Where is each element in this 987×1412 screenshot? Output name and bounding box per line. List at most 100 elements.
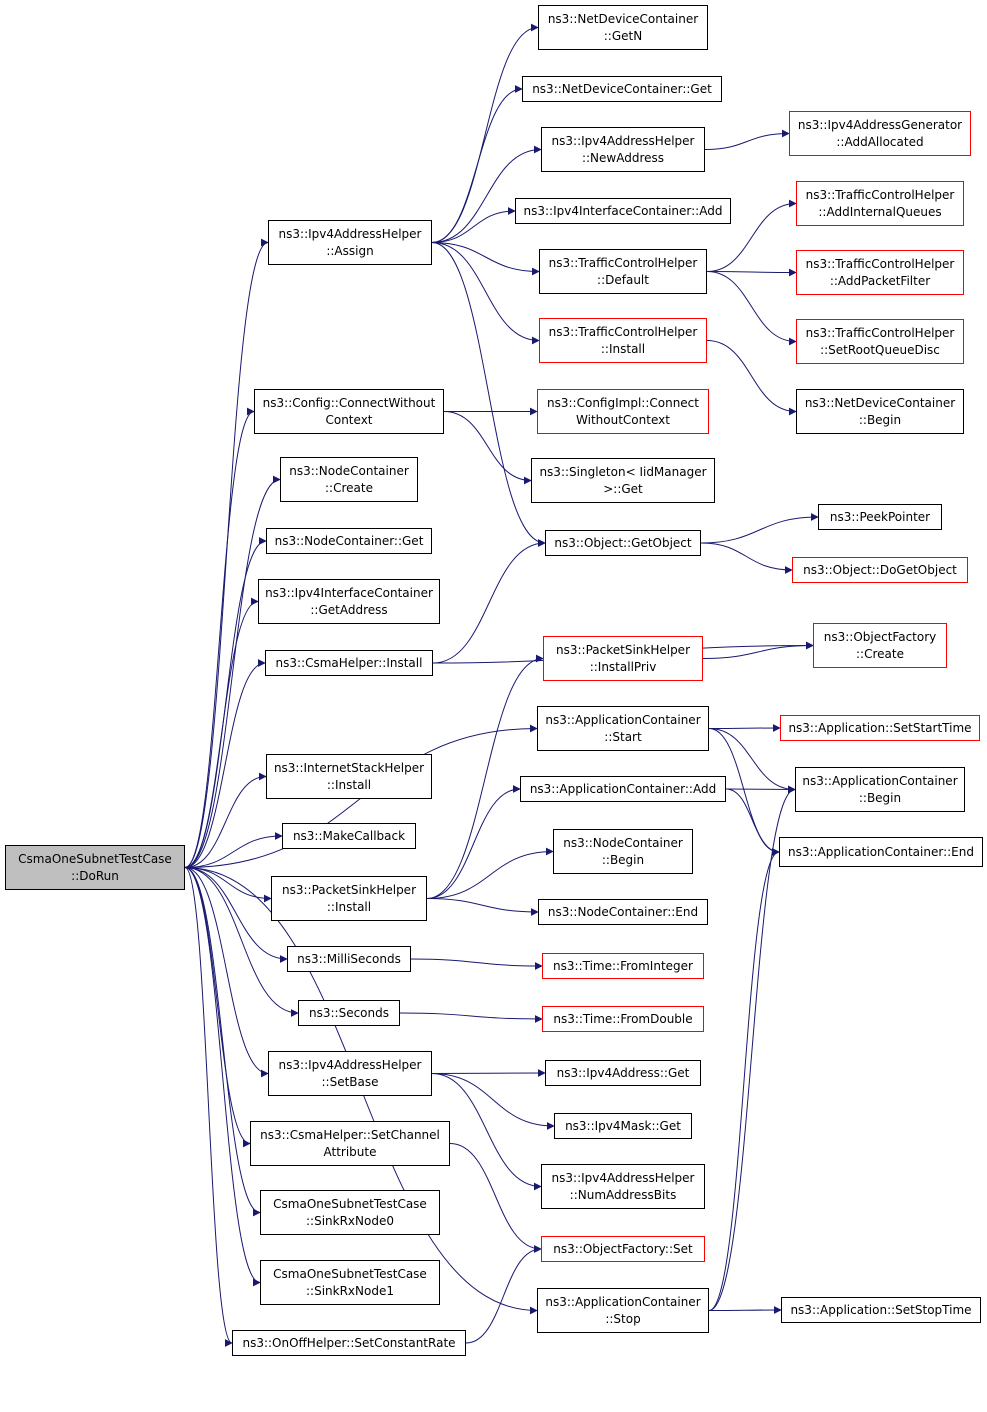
function-node[interactable]: ns3::CsmaHelper::Install [265, 650, 433, 676]
function-node[interactable]: ns3::PeekPointer [818, 504, 942, 530]
node-label-line: ::Assign [326, 243, 374, 258]
edge-n22-n42 [706, 271, 797, 346]
function-node[interactable]: ns3::Ipv4AddressHelper::NumAddressBits [541, 1164, 705, 1209]
edge-n22-n40 [706, 199, 797, 272]
node-label-line: ns3::Config::ConnectWithout [262, 395, 436, 410]
function-node[interactable]: ns3::Ipv4AddressGenerator::AddAllocated [789, 111, 971, 156]
function-node[interactable]: ns3::ObjectFactory::Create [813, 623, 947, 668]
function-node[interactable]: ns3::OnOffHelper::SetConstantRate [232, 1330, 466, 1356]
edge-n13-n34 [431, 1069, 546, 1078]
node-label-line: ns3::PacketSinkHelper [281, 882, 416, 897]
edge-n10-n31 [426, 898, 539, 916]
edge-n38-n49 [708, 848, 780, 1311]
function-node[interactable]: ns3::NodeContainer::Begin [553, 829, 693, 874]
function-node[interactable]: ns3::Ipv4Address::Get [545, 1060, 701, 1086]
function-node[interactable]: ns3::ObjectFactory::Set [541, 1236, 705, 1262]
node-label-line: ns3::ConfigImpl::Connect [547, 395, 699, 410]
function-node[interactable]: ns3::TrafficControlHelper::AddInternalQu… [796, 181, 964, 226]
node-label-line: WithoutContext [576, 412, 670, 427]
node-label-line: ns3::NodeContainer::Get [274, 533, 424, 548]
function-node[interactable]: ns3::PacketSinkHelper::Install [271, 876, 427, 921]
node-label-line: ns3::NodeContainer [289, 463, 409, 478]
edge-n23-n43 [706, 340, 797, 416]
function-node[interactable]: ns3::NodeContainer::End [538, 899, 708, 925]
edge-n10-n29 [426, 785, 521, 899]
function-node[interactable]: ns3::ApplicationContainer::Start [537, 706, 709, 751]
node-label-line: ::Start [604, 729, 642, 744]
edge-n28-n48 [708, 728, 796, 794]
node-label-line: ns3::Ipv4AddressHelper [551, 1170, 695, 1185]
function-node[interactable]: ns3::ApplicationContainer::Add [520, 776, 726, 802]
node-label-line: ::SetBase [321, 1074, 379, 1089]
function-node[interactable]: ns3::Application::SetStartTime [780, 715, 980, 741]
edge-n02-n21 [431, 207, 516, 243]
function-node[interactable]: ns3::NetDeviceContainer::GetN [538, 5, 708, 50]
node-label-line: ::NumAddressBits [569, 1187, 677, 1202]
function-node[interactable]: ns3::MilliSeconds [287, 946, 411, 972]
function-node[interactable]: ns3::Ipv4InterfaceContainer::GetAddress [258, 579, 440, 624]
node-label-line: ns3::ObjectFactory::Set [553, 1241, 693, 1256]
edge-n29-n48 [725, 785, 796, 794]
edge-n01-n12 [184, 867, 299, 1017]
edge-n13-n36 [431, 1073, 542, 1191]
edge-n01-n17 [184, 867, 233, 1347]
edge-n01-n15 [184, 867, 261, 1217]
node-label-line: ::InstallPriv [589, 659, 657, 674]
node-label-line: ns3::Time::FromDouble [553, 1011, 693, 1026]
node-label-line: ns3::TrafficControlHelper [548, 255, 698, 270]
node-label-line: ns3::Ipv4InterfaceContainer::Add [523, 203, 723, 218]
function-node[interactable]: ns3::Time::FromInteger [542, 953, 704, 979]
function-node[interactable]: ns3::Ipv4AddressHelper::NewAddress [541, 127, 705, 172]
function-node[interactable]: ns3::Ipv4InterfaceContainer::Add [515, 198, 731, 224]
function-node[interactable]: ns3::NetDeviceContainer::Begin [796, 389, 964, 434]
node-label-line: ::Create [325, 480, 373, 495]
node-label-line: Attribute [323, 1144, 377, 1159]
function-node[interactable]: ns3::Ipv4AddressHelper::Assign [268, 220, 432, 265]
edge-n02-n19 [431, 85, 523, 243]
node-label-line: ns3::Ipv4AddressHelper [278, 1057, 422, 1072]
function-node[interactable]: ns3::PacketSinkHelper::InstallPriv [543, 636, 703, 681]
function-node[interactable]: ns3::ApplicationContainer::Stop [537, 1288, 709, 1333]
function-node[interactable]: ns3::Seconds [298, 1000, 400, 1026]
node-label-line: Context [325, 412, 373, 427]
node-label-line: ns3::TrafficControlHelper [805, 187, 955, 202]
function-node[interactable]: ns3::MakeCallback [282, 823, 416, 849]
function-node[interactable]: ns3::ApplicationContainer::End [779, 837, 983, 867]
function-node[interactable]: ns3::Object::GetObject [545, 530, 701, 556]
edge-n01-n11 [184, 867, 288, 963]
edge-n27-n46 [702, 641, 814, 659]
edge-n01-n03 [184, 407, 255, 868]
function-node[interactable]: ns3::Object::DoGetObject [792, 557, 968, 583]
node-label-line: ns3::NetDeviceContainer [804, 395, 956, 410]
function-node[interactable]: ns3::Application::SetStopTime [781, 1297, 981, 1323]
node-label-line: ns3::Object::GetObject [554, 535, 692, 550]
function-node[interactable]: ns3::TrafficControlHelper::Default [539, 249, 707, 294]
function-node[interactable]: ns3::Time::FromDouble [542, 1006, 704, 1032]
function-node[interactable]: ns3::NodeContainer::Create [280, 457, 418, 502]
function-node[interactable]: ns3::NetDeviceContainer::Get [522, 76, 722, 102]
function-node[interactable]: CsmaOneSubnetTestCase::SinkRxNode1 [260, 1260, 440, 1305]
edge-n20-n39 [704, 129, 790, 150]
node-label-line: ::AddInternalQueues [818, 204, 942, 219]
function-node[interactable]: ns3::InternetStackHelper::Install [266, 754, 432, 799]
root-node: CsmaOneSubnetTestCase::DoRun [5, 845, 185, 890]
function-node[interactable]: ns3::TrafficControlHelper::SetRootQueueD… [796, 319, 964, 364]
node-label-line: ns3::Ipv4Address::Get [556, 1065, 690, 1080]
function-node[interactable]: ns3::TrafficControlHelper::AddPacketFilt… [796, 250, 964, 295]
function-node[interactable]: ns3::Ipv4AddressHelper::SetBase [268, 1051, 432, 1096]
function-node[interactable]: CsmaOneSubnetTestCase::SinkRxNode0 [260, 1190, 440, 1235]
function-node[interactable]: ns3::ApplicationContainer::Begin [795, 767, 965, 812]
function-node[interactable]: ns3::TrafficControlHelper::Install [539, 318, 707, 363]
node-label-line: ::Begin [858, 412, 902, 427]
function-node[interactable]: ns3::Singleton< IidManager>::Get [531, 458, 715, 503]
node-label-line: ns3::TrafficControlHelper [805, 256, 955, 271]
function-node[interactable]: ns3::NodeContainer::Get [266, 528, 432, 554]
edge-n01-n08 [184, 772, 267, 868]
node-label-line: ns3::TrafficControlHelper [548, 324, 698, 339]
edge-n02-n20 [431, 145, 542, 243]
function-node[interactable]: ns3::Ipv4Mask::Get [554, 1113, 692, 1139]
